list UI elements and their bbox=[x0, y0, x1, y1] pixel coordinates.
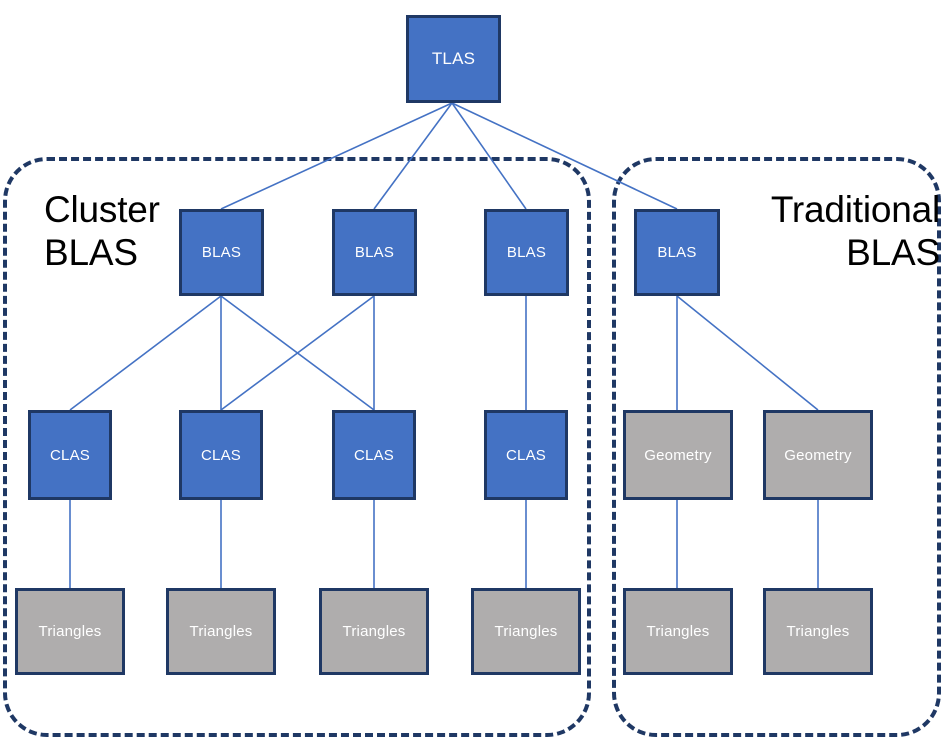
node-traditional-blas-1[interactable]: BLAS bbox=[634, 209, 720, 296]
node-clas-1[interactable]: CLAS bbox=[28, 410, 112, 500]
group-traditional-blas bbox=[612, 157, 941, 737]
node-geometry-2[interactable]: Geometry bbox=[763, 410, 873, 500]
node-cluster-triangles-1[interactable]: Triangles bbox=[15, 588, 125, 675]
group-label-traditional-blas: Traditional BLAS bbox=[770, 189, 940, 273]
node-cluster-blas-1[interactable]: BLAS bbox=[179, 209, 264, 296]
node-traditional-triangles-1[interactable]: Triangles bbox=[623, 588, 733, 675]
node-cluster-triangles-3[interactable]: Triangles bbox=[319, 588, 429, 675]
node-cluster-blas-3[interactable]: BLAS bbox=[484, 209, 569, 296]
node-traditional-triangles-2[interactable]: Triangles bbox=[763, 588, 873, 675]
node-cluster-blas-2[interactable]: BLAS bbox=[332, 209, 417, 296]
group-label-cluster-blas: Cluster BLAS bbox=[44, 189, 160, 273]
node-tlas[interactable]: TLAS bbox=[406, 15, 501, 103]
node-clas-4[interactable]: CLAS bbox=[484, 410, 568, 500]
node-clas-3[interactable]: CLAS bbox=[332, 410, 416, 500]
node-geometry-1[interactable]: Geometry bbox=[623, 410, 733, 500]
node-cluster-triangles-2[interactable]: Triangles bbox=[166, 588, 276, 675]
node-cluster-triangles-4[interactable]: Triangles bbox=[471, 588, 581, 675]
node-clas-2[interactable]: CLAS bbox=[179, 410, 263, 500]
